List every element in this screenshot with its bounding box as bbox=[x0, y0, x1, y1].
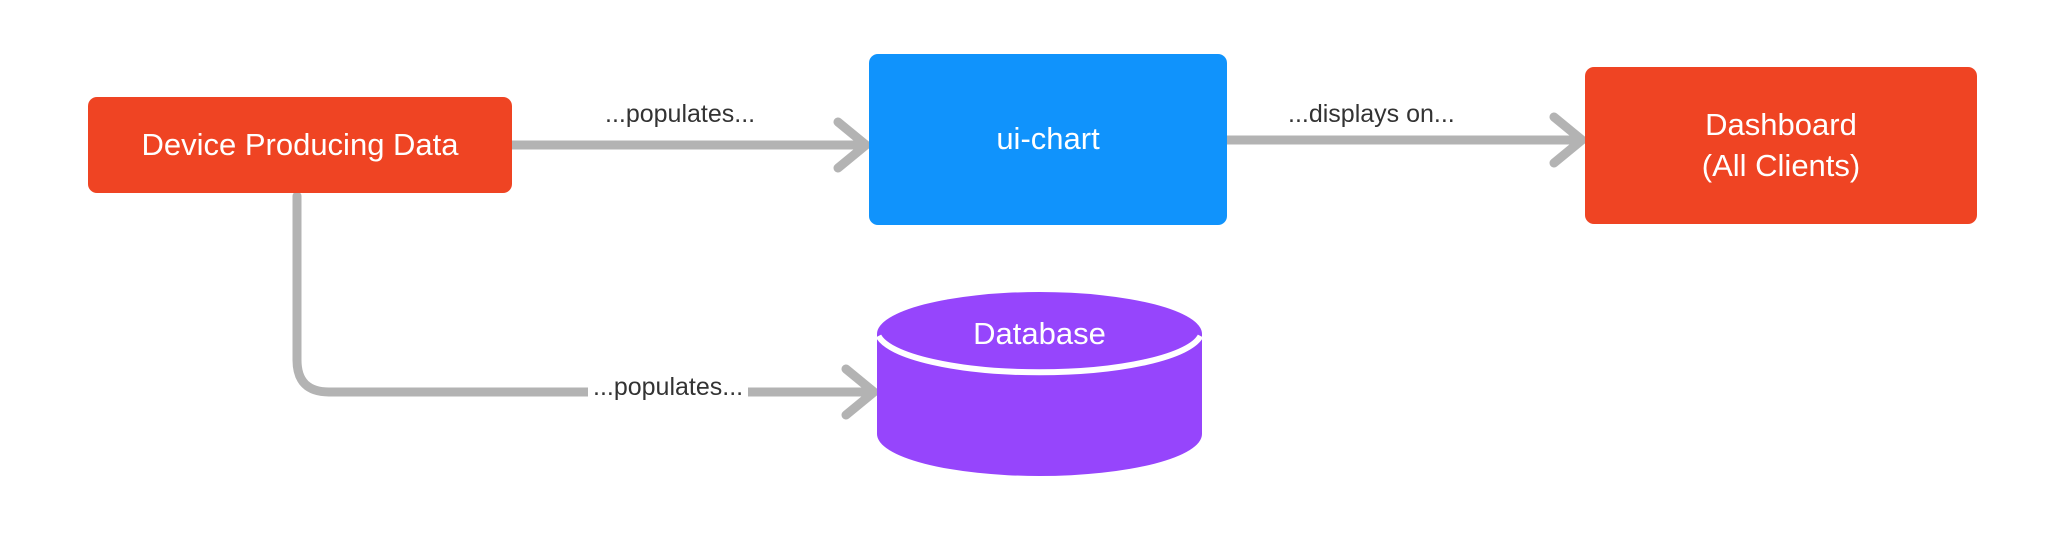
node-dashboard[interactable]: Dashboard (All Clients) bbox=[1585, 67, 1977, 224]
arrowhead-icon bbox=[841, 364, 879, 420]
node-dashboard-label-line1: Dashboard bbox=[1705, 106, 1857, 142]
node-dashboard-label-line2: (All Clients) bbox=[1701, 147, 1861, 183]
arrowhead-icon bbox=[833, 117, 871, 173]
node-device-label: Device Producing Data bbox=[141, 126, 459, 162]
node-ui-chart[interactable]: ui-chart bbox=[869, 54, 1227, 225]
edge-label-populates-ui-chart: ...populates... bbox=[600, 99, 761, 129]
node-database-label-wrap: Database bbox=[877, 292, 1202, 376]
node-ui-chart-label: ui-chart bbox=[996, 121, 1100, 157]
node-device-producing-data[interactable]: Device Producing Data bbox=[88, 97, 512, 193]
arrowhead-icon bbox=[1549, 112, 1587, 168]
cylinder-shape-icon bbox=[877, 292, 1202, 476]
node-database[interactable]: Database bbox=[877, 292, 1202, 476]
edge-label-displays-on: ...displays on... bbox=[1283, 99, 1460, 129]
edge-label-populates-database: ...populates... bbox=[588, 372, 749, 402]
edge-device-to-database bbox=[292, 191, 879, 420]
node-dashboard-label-group: Dashboard (All Clients) bbox=[1702, 105, 1860, 187]
node-database-label: Database bbox=[973, 315, 1106, 351]
